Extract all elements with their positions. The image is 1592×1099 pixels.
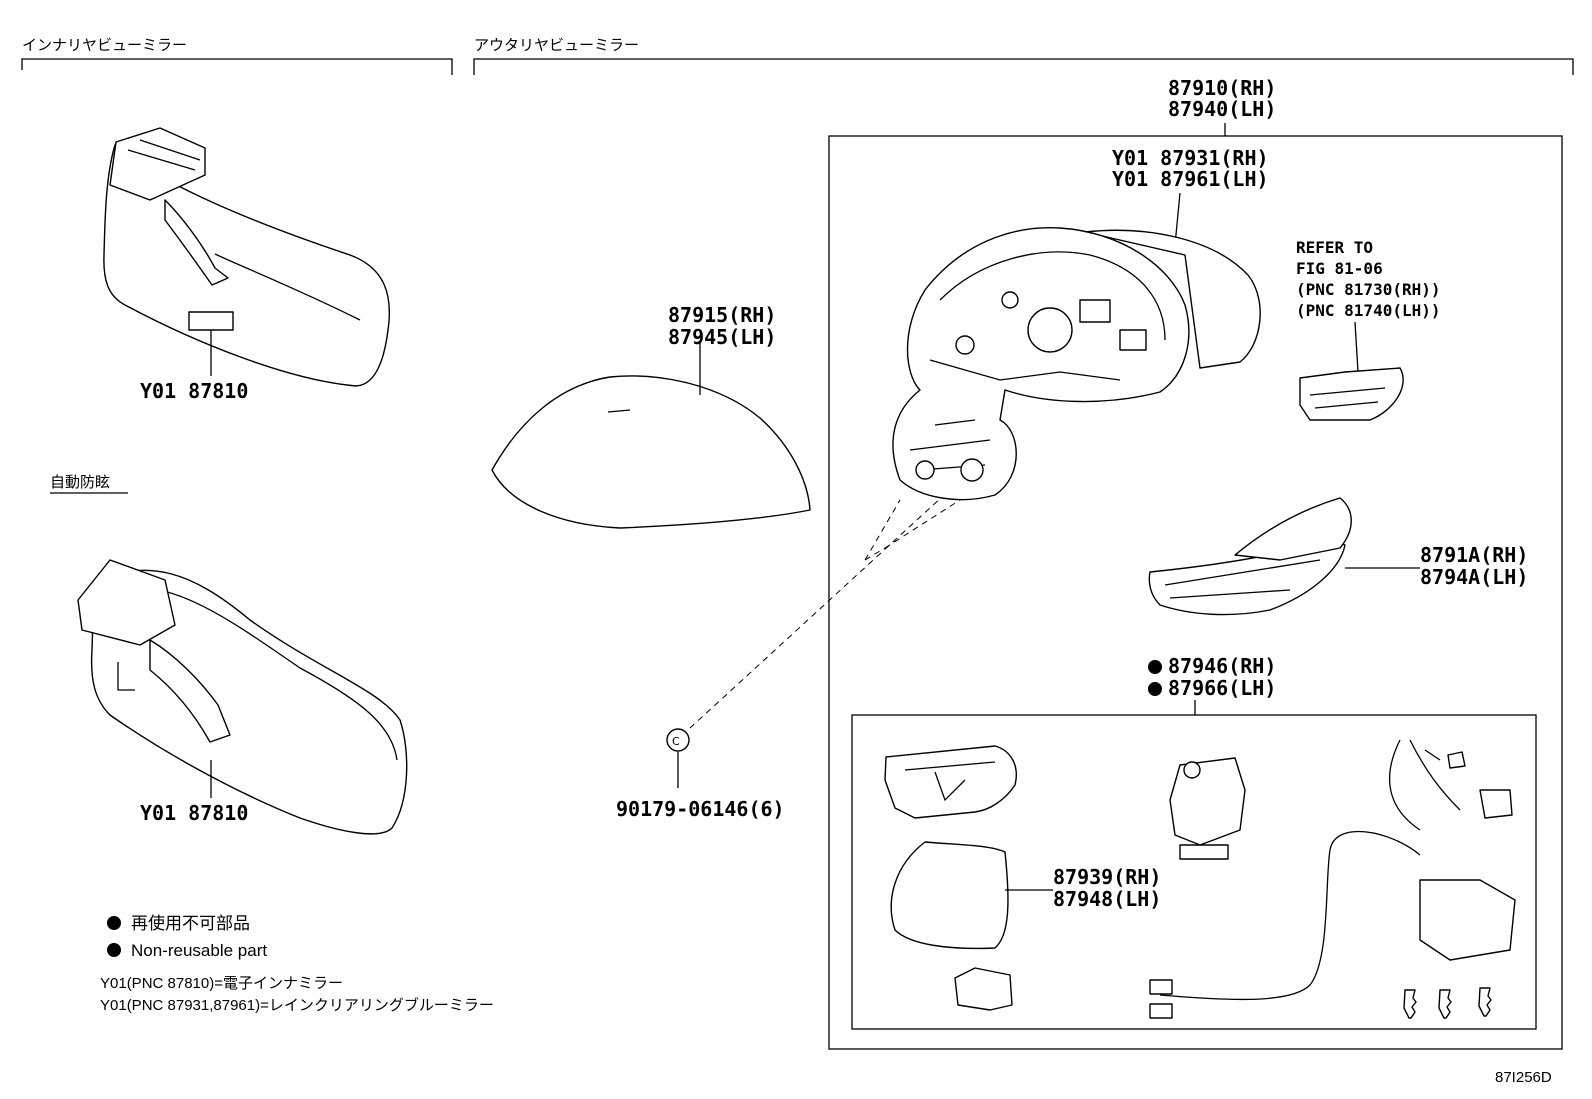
label-inner-mirror-2: Y01 87810 xyxy=(140,801,248,825)
label-motor-lh: 87966(LH) xyxy=(1168,676,1276,700)
base-plate-detail xyxy=(904,761,996,802)
label-clip: 90179-06146(6) xyxy=(616,797,785,821)
refer-line-2: FIG 81-06 xyxy=(1296,259,1383,278)
bullet-icon xyxy=(1148,682,1162,696)
label-lamp-lh: 8794A(LH) xyxy=(1420,565,1528,589)
dashed-leader-fasteners xyxy=(864,499,961,561)
clip-glyph: C xyxy=(672,735,680,748)
section-title-inner-mirror: インナリヤビューミラー xyxy=(22,36,187,54)
label-outer-assy-rh: 87910(RH) xyxy=(1168,76,1276,100)
bullet-icon xyxy=(107,916,121,930)
actuator-motor-drawing xyxy=(1169,757,1246,860)
legend-nonreusable-jp: 再使用不可部品 xyxy=(131,913,250,933)
inner-mirror-drawing-1 xyxy=(103,127,391,387)
label-outer-assy-lh: 87940(LH) xyxy=(1168,97,1276,121)
dashed-leader-clip xyxy=(689,484,956,729)
cover-detail-line xyxy=(607,409,631,413)
turn-signal-detail xyxy=(1309,387,1386,409)
mirror-housing-drawing xyxy=(892,227,1261,501)
label-motor-rh: 87946(RH) xyxy=(1168,654,1276,678)
outer-assy-box xyxy=(828,135,1563,1050)
inner-mirror-drawing-2 xyxy=(77,559,408,835)
wire-harness-drawing xyxy=(1149,739,1516,1019)
bullet-icon xyxy=(107,943,121,957)
label-housing-lh: Y01 87961(LH) xyxy=(1112,167,1269,191)
clip-drawing xyxy=(666,728,690,752)
label-housing-rh: Y01 87931(RH) xyxy=(1112,146,1269,170)
note-y01-outer: Y01(PNC 87931,87961)=レインクリアリングブルーミラー xyxy=(100,996,494,1014)
mirror-base-plate-drawing xyxy=(884,745,1017,819)
legend-nonreusable-en: Non-reusable part xyxy=(131,941,267,960)
screw-set-drawing xyxy=(1403,987,1492,1019)
label-glass-lh: 87948(LH) xyxy=(1053,887,1161,911)
bullet-icon xyxy=(1148,660,1162,674)
label-cover-rh: 87915(RH) xyxy=(668,303,776,327)
label-glass-rh: 87939(RH) xyxy=(1053,865,1161,889)
refer-line-4: (PNC 81740(LH)) xyxy=(1296,301,1441,320)
section-bracket-outer xyxy=(473,58,1574,75)
mirror-glass-drawing xyxy=(890,841,1009,950)
motor-subassy-box xyxy=(851,714,1537,1030)
refer-line-3: (PNC 81730(RH)) xyxy=(1296,280,1441,299)
mirror-cover-drawing xyxy=(491,375,811,529)
section-title-outer-mirror: アウタリヤビューミラー xyxy=(474,36,639,54)
section-bracket-inner xyxy=(21,58,453,75)
refer-line-1: REFER TO xyxy=(1296,238,1373,257)
figure-id: 87I256D xyxy=(1495,1069,1552,1086)
small-clip-drawing xyxy=(954,967,1013,1011)
label-lamp-rh: 8791A(RH) xyxy=(1420,543,1528,567)
leader-refer xyxy=(1354,321,1359,373)
section-title-auto-dimming: 自動防眩 xyxy=(50,473,110,491)
side-lamp-drawing xyxy=(1148,497,1352,616)
leader-housing xyxy=(1174,192,1181,246)
label-inner-mirror-1: Y01 87810 xyxy=(140,379,248,403)
note-y01-inner: Y01(PNC 87810)=電子インナミラー xyxy=(100,975,343,992)
label-cover-lh: 87945(LH) xyxy=(668,325,776,349)
